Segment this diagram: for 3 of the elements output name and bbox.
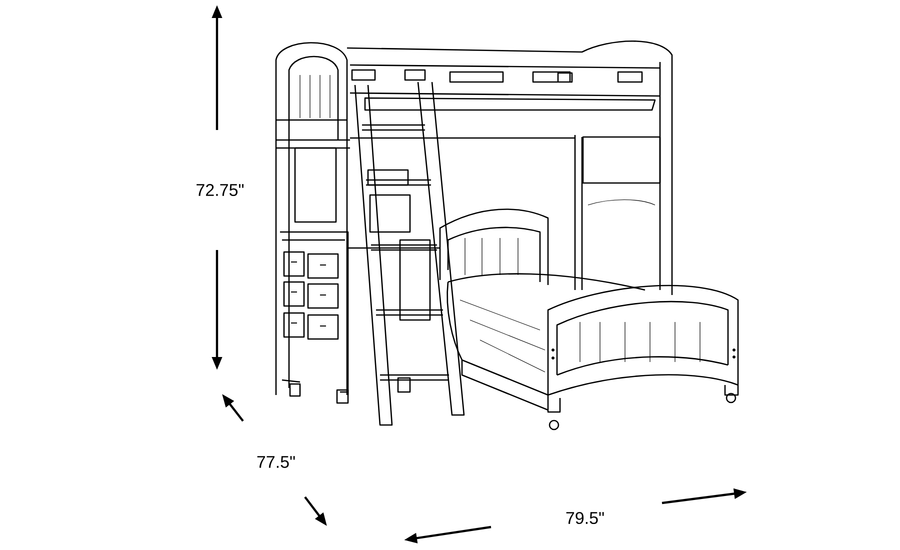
dimension-label: 77.5" <box>257 456 295 468</box>
dimension-label: 72.75" <box>196 184 244 196</box>
dimension-label: 79.5" <box>566 512 604 524</box>
